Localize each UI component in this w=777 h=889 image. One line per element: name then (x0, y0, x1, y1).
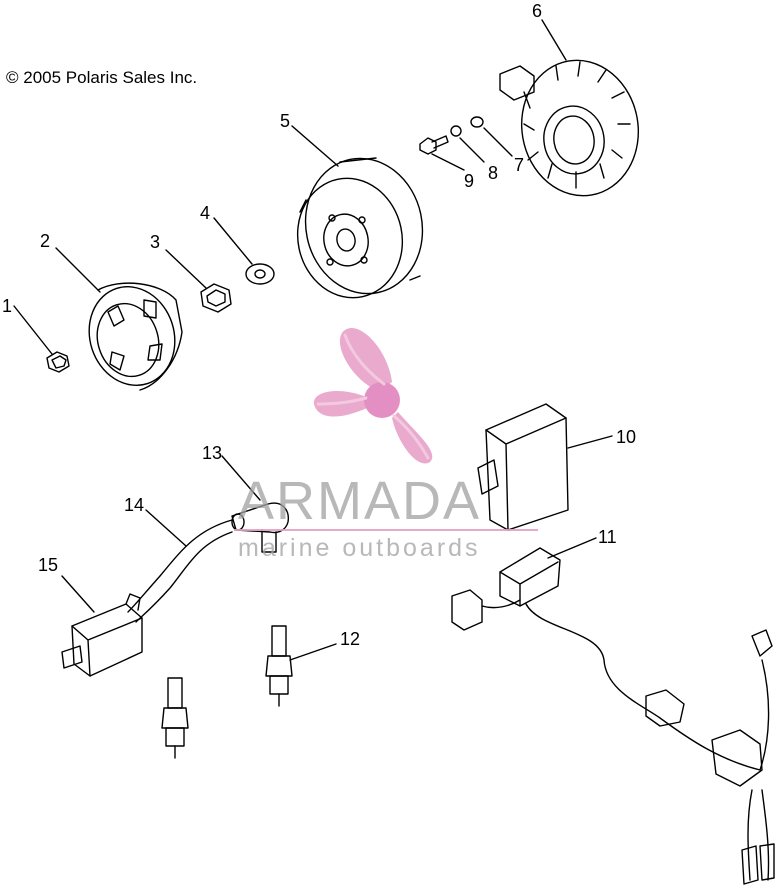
part-11-regulator-harness (451, 537, 775, 885)
part-13-spark-plug-cap (221, 455, 289, 553)
part-2-flywheel-cup (55, 247, 183, 391)
part-4-washer (213, 217, 275, 285)
callout-3: 3 (150, 232, 161, 252)
callout-12: 12 (340, 629, 361, 649)
part-15-ignition-coil (61, 575, 143, 677)
callout-13: 13 (202, 443, 223, 463)
callout-8: 8 (488, 163, 499, 183)
callout-14: 14 (124, 495, 145, 515)
callout-5: 5 (280, 111, 291, 131)
callout-7: 7 (514, 155, 525, 175)
callout-9: 9 (464, 171, 475, 191)
spark-plug-illustration (161, 677, 189, 759)
part-1-bolt (13, 305, 70, 373)
part-8-lockwasher (450, 125, 485, 163)
callout-4: 4 (200, 203, 211, 223)
callout-15: 15 (38, 555, 59, 575)
callout-10: 10 (616, 427, 637, 447)
part-7-washer (470, 116, 513, 157)
callout-1: 1 (2, 296, 13, 316)
callout-2: 2 (40, 231, 51, 251)
part-12-spark-plug (265, 625, 337, 707)
callout-6: 6 (532, 1, 543, 21)
watermark-propeller-logo (313, 328, 433, 464)
part-14-ignition-lead (127, 509, 233, 623)
part-3-nut (165, 249, 232, 313)
watermark-title: ARMADA (238, 471, 482, 531)
watermark-divider (234, 529, 538, 531)
part-6-stator (499, 19, 640, 197)
part-5-flywheel (291, 125, 424, 299)
copyright-text: © 2005 Polaris Sales Inc. (6, 68, 198, 87)
part-9-screw (419, 135, 465, 171)
callout-11: 11 (598, 527, 617, 547)
part-10-cdi-module (477, 403, 613, 531)
watermark-subtitle: marine outboards (238, 534, 481, 562)
